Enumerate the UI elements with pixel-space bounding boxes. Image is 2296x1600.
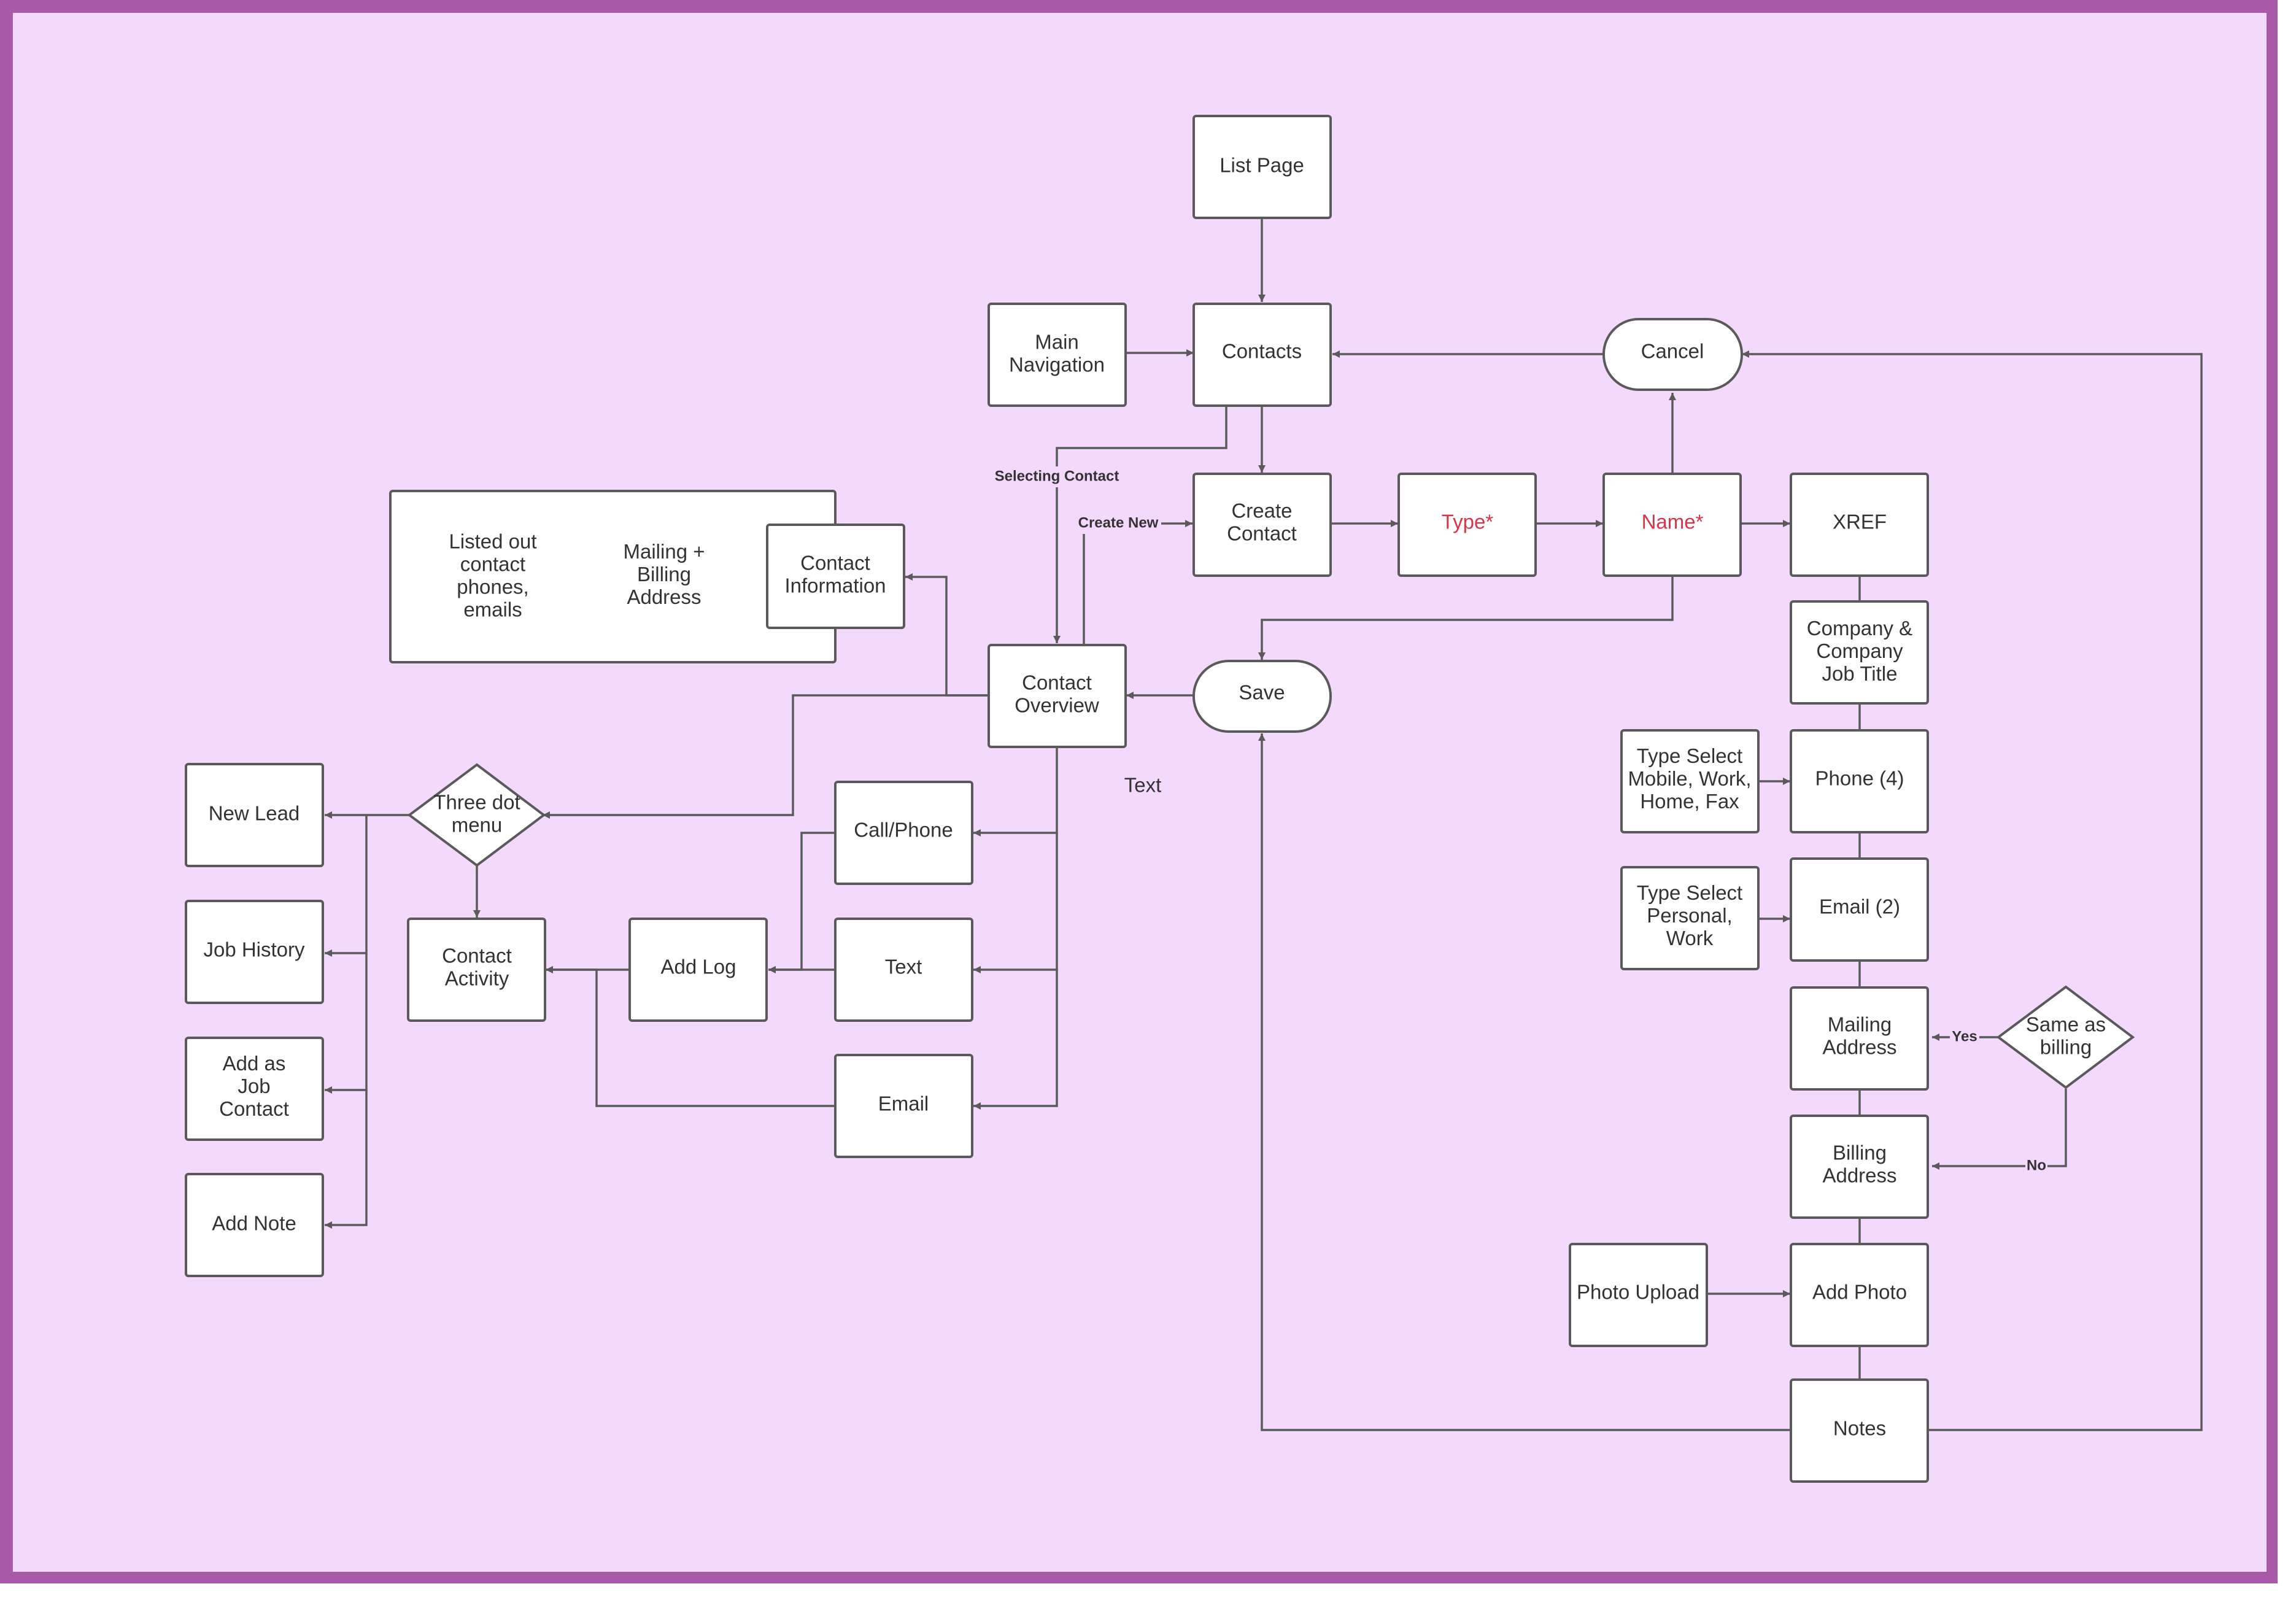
edge-name-save	[1258, 576, 1674, 660]
node-new-lead: New Lead	[185, 763, 324, 867]
node-name: Name*	[1602, 473, 1742, 577]
node-label: List Page	[1220, 154, 1304, 177]
node-label: Type*	[1442, 511, 1494, 533]
node-add-photo: Add Photo	[1790, 1243, 1929, 1347]
edge-labels: Selecting Contact Create New Yes No	[991, 466, 2047, 1175]
node-email-2: Email (2)	[1790, 857, 1929, 962]
node-list-page: List Page	[1192, 115, 1332, 219]
node-label: Cancel	[1641, 340, 1704, 363]
node-label: Photo Upload	[1577, 1281, 1699, 1304]
edge-samebilling-billing-no	[1932, 1089, 2067, 1170]
no-label-bg	[2025, 1157, 2047, 1175]
node-cancel: Cancel	[1602, 318, 1743, 391]
node-label: New Lead	[209, 802, 300, 825]
node-photo-upload: Photo Upload	[1569, 1243, 1708, 1347]
edges	[325, 218, 2203, 1431]
node-job-history: Job History	[185, 900, 324, 1004]
node-add-log: Add Log	[628, 918, 768, 1022]
selecting-contact-label-bg	[991, 466, 1123, 487]
node-label: Save	[1239, 681, 1285, 704]
node-contacts: Contacts	[1192, 303, 1332, 407]
node-label: Contacts	[1222, 340, 1302, 363]
node-xref: XREF	[1790, 473, 1929, 577]
edge-overview-email	[973, 970, 1058, 1110]
node-label: Phone (4)	[1815, 767, 1904, 790]
node-notes: Notes	[1790, 1378, 1929, 1483]
node-phone: Phone (4)	[1790, 729, 1929, 833]
node-label: Add Log	[661, 956, 736, 978]
create-new-label: Create New	[1078, 514, 1159, 531]
floating-text-label: Text	[1124, 774, 1162, 797]
node-type: Type*	[1397, 473, 1537, 577]
edge-email-activity	[546, 966, 835, 1107]
node-label: XREF	[1833, 511, 1887, 533]
node-add-note: Add Note	[185, 1173, 324, 1277]
node-label: Text	[885, 956, 922, 978]
node-label: Name*	[1642, 511, 1704, 533]
no-label: No	[2027, 1157, 2046, 1173]
create-new-label-bg	[1075, 513, 1161, 534]
node-call-phone: Call/Phone	[834, 781, 973, 885]
selecting-contact-label: Selecting Contact	[995, 468, 1119, 484]
node-save: Save	[1192, 660, 1332, 733]
edge-threedot-addnote	[325, 1090, 368, 1229]
node-label: Add Photo	[1812, 1281, 1907, 1304]
node-text: Text	[834, 918, 973, 1022]
node-label: Notes	[1833, 1417, 1886, 1440]
edge-contacts-overview	[1053, 406, 1227, 643]
node-email: Email	[834, 1054, 973, 1158]
node-label: Email (2)	[1819, 895, 1900, 918]
node-label: Job History	[203, 938, 305, 961]
node-label: Call/Phone	[854, 819, 953, 841]
edge-overview-threedot	[543, 694, 989, 819]
node-label: Add Note	[212, 1212, 296, 1235]
edge-notes-save	[1258, 733, 1791, 1431]
node-label: Email	[878, 1092, 929, 1115]
edge-notes-cancel	[1742, 350, 2203, 1431]
yes-label-bg	[1950, 1028, 1979, 1046]
yes-label: Yes	[1952, 1028, 1977, 1045]
